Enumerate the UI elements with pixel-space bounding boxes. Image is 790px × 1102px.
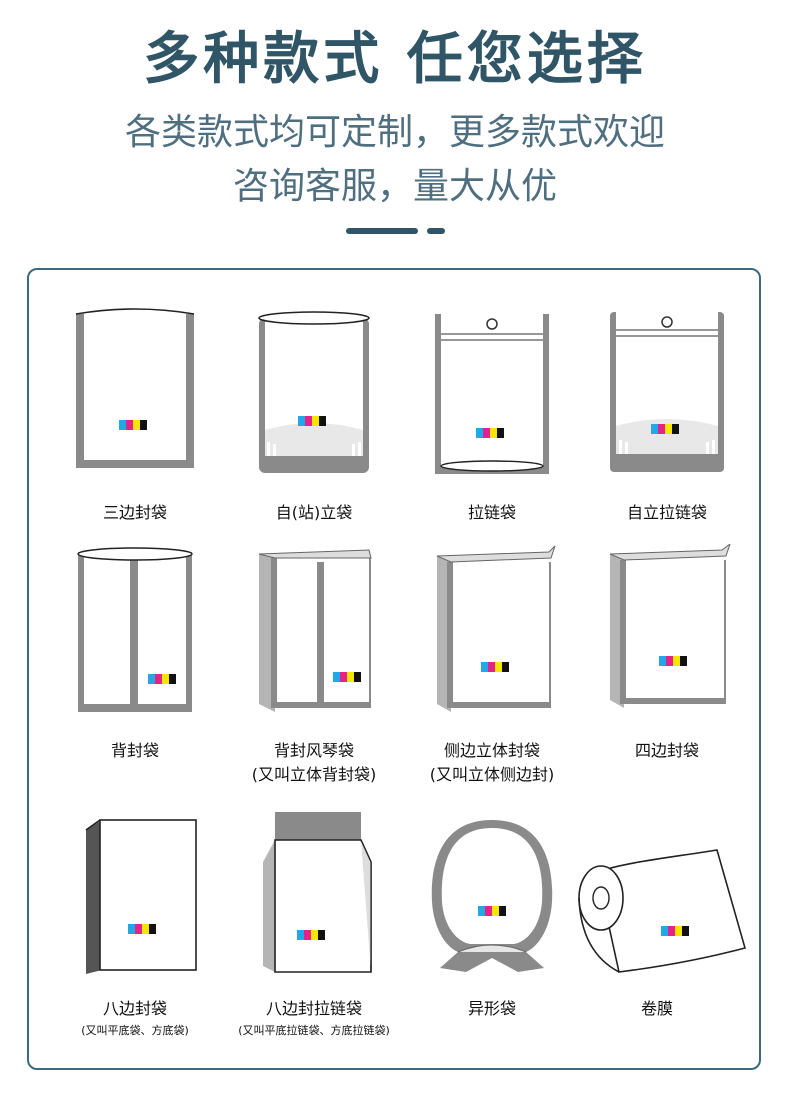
bag-item-stand-up-zipper: 自立拉链袋 [577,306,757,536]
flat-bottom-zipper-bag-icon [263,812,372,973]
item-label: 异形袋 [467,999,516,1018]
page-subtitle: 各类款式均可定制，更多款式欢迎 咨询客服，量大从优 [0,106,790,214]
bag-item-flat-bottom-zipper: 八边封拉链袋 (又叫平底拉链袋、方底拉链袋) [224,802,404,1052]
back-seal-gusset-bag-icon [258,549,372,712]
bag-item-back-seal: 背封袋 [45,544,225,794]
subtitle-line-1: 各类款式均可定制，更多款式欢迎 [124,112,665,153]
subtitle-line-2: 咨询客服，量大从优 [232,166,557,207]
item-label: 拉链袋 [467,503,516,522]
three-side-seal-bag-icon [75,308,195,468]
item-note: (又叫立体背封袋) [251,765,377,784]
roll-film-icon [578,849,746,973]
item-label: 侧边立体封袋 [443,741,540,760]
shaped-bag-icon [431,820,553,972]
bag-item-three-side-seal: 三边封袋 [45,306,225,536]
item-label: 三边封袋 [102,503,167,522]
four-side-seal-bag-icon [609,544,731,708]
item-label: 卷膜 [640,999,673,1018]
stand-up-pouch-icon [258,311,370,473]
item-label: 背封袋 [110,741,159,760]
zipper-bag-icon [435,314,549,474]
bag-item-zipper-bag: 拉链袋 [402,306,582,536]
stand-up-zipper-pouch-icon [610,312,724,472]
bag-item-stand-up-pouch: 自(站)立袋 [224,306,404,536]
item-label: 四边封袋 [634,741,699,760]
back-seal-bag-icon [77,547,193,712]
item-label: 八边封拉链袋 [265,999,362,1018]
bag-item-roll-film: 卷膜 [567,802,747,1052]
bag-item-four-side-seal: 四边封袋 [577,544,757,794]
item-label: 自立拉链袋 [626,503,707,522]
side-gusset-bag-icon [436,545,556,712]
bag-styles-panel: 三边封袋 自(站)立袋 拉链袋 [27,268,761,1070]
bag-item-flat-bottom: 八边封袋 (又叫平底袋、方底袋) [45,802,225,1052]
item-note: (又叫立体侧边封) [429,765,555,784]
bag-item-side-gusset: 侧边立体封袋 (又叫立体侧边封) [402,544,582,794]
item-label: 背封风琴袋 [273,741,354,760]
decorative-bar-long [346,228,418,234]
item-label: 自(站)立袋 [275,503,353,522]
item-note: (又叫平底拉链袋、方底拉链袋) [238,1024,390,1037]
bag-item-shaped: 异形袋 [402,802,582,1052]
flat-bottom-bag-icon [85,819,197,974]
item-label: 八边封袋 [102,999,167,1018]
decorative-bar-short [427,228,445,234]
item-note: (又叫平底袋、方底袋) [81,1024,189,1037]
bag-item-back-seal-gusset: 背封风琴袋 (又叫立体背封袋) [224,544,404,794]
page-title: 多种款式 任您选择 [143,27,647,92]
